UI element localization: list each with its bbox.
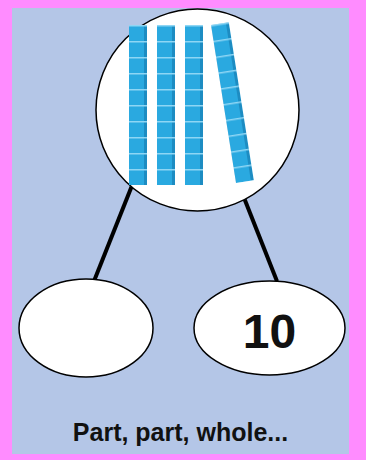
ten-rod [157, 25, 175, 185]
circle-outline [95, 8, 300, 212]
whole-circle [95, 8, 300, 212]
part-circle: 10 [193, 280, 346, 376]
ten-rod [129, 25, 147, 185]
ten-rod [185, 25, 203, 185]
ten-rod [211, 22, 254, 183]
caption-text: Part, part, whole... [12, 418, 349, 447]
connector-line [95, 187, 132, 280]
part-circle [18, 278, 154, 378]
circle-outline [18, 278, 154, 378]
node-number: 10 [243, 308, 296, 356]
connector-line [245, 199, 277, 281]
